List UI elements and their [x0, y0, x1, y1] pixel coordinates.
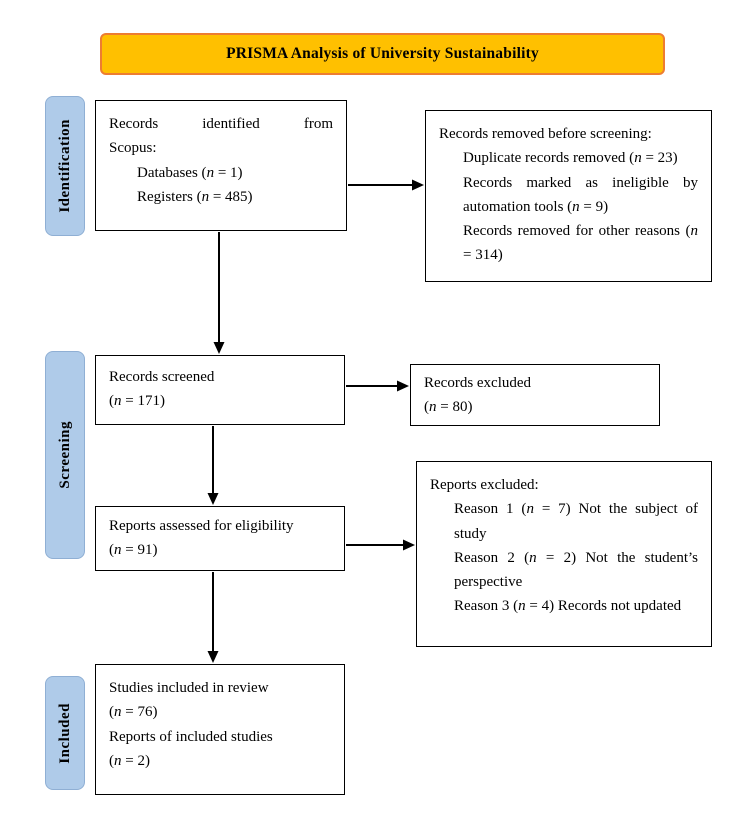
box-studies-included: Studies included in review (n = 76) Repo… [95, 664, 345, 795]
box-line: Records marked as ineligible by automati… [463, 174, 698, 215]
box-line: Duplicate records removed (n = 23) [463, 150, 678, 167]
stage-label-screening: Screening [45, 351, 85, 559]
stage-label-identification-text: Identification [56, 119, 73, 213]
arrow-assessed-to-reports-excluded [346, 539, 415, 551]
box-line: Reports assessed for eligibility [109, 518, 294, 534]
box-line: Reason 3 (n = 4) Records not updated [454, 598, 682, 615]
box-records-excluded: Records excluded (n = 80) [410, 364, 660, 426]
box-line: Reason 1 (n = 7) Not the subject of stud… [454, 501, 699, 542]
box-records-identified: Records identified from Scopus: Database… [95, 100, 347, 231]
diagram-title-text: PRISMA Analysis of University Sustainabi… [226, 45, 539, 62]
box-line: Reports of included studies [109, 728, 273, 745]
box-line: Records removed for other reasons (n = 3… [463, 223, 698, 264]
box-line: Records removed before screening: [439, 126, 652, 142]
box-records-screened: Records screened (n = 171) [95, 355, 345, 425]
box-line: Registers (n = 485) [137, 188, 253, 205]
box-line: Records screened [109, 369, 215, 385]
box-reports-excluded: Reports excluded: Reason 1 (n = 7) Not t… [416, 461, 712, 647]
stage-label-identification: Identification [45, 96, 85, 236]
diagram-title-box: PRISMA Analysis of University Sustainabi… [100, 33, 665, 75]
box-line: Databases (n = 1) [137, 164, 243, 181]
arrow-screened-to-excluded [346, 380, 409, 392]
box-line: Studies included in review [109, 680, 269, 696]
box-line: (n = 91) [109, 542, 158, 559]
arrow-identified-to-removed [348, 179, 424, 191]
stage-label-included: Included [45, 676, 85, 790]
box-line: Records identified from [109, 116, 333, 132]
box-line: (n = 76) [109, 704, 158, 721]
box-line: Reports excluded: [430, 477, 539, 493]
box-records-removed: Records removed before screening: Duplic… [425, 110, 712, 282]
arrow-screened-to-assessed [207, 426, 219, 505]
stage-label-included-text: Included [56, 702, 73, 764]
stage-label-screening-text: Screening [56, 421, 73, 489]
box-line: (n = 171) [109, 393, 165, 410]
box-line: Scopus: [109, 140, 157, 157]
box-reports-assessed: Reports assessed for eligibility (n = 91… [95, 506, 345, 571]
arrow-assessed-to-included [207, 572, 219, 663]
arrow-identified-to-screened [213, 232, 225, 354]
box-line: (n = 80) [424, 399, 473, 416]
box-line: Reason 2 (n = 2) Not the student’s persp… [454, 549, 698, 591]
box-line: (n = 2) [109, 752, 150, 769]
box-line: Records excluded [424, 375, 532, 391]
